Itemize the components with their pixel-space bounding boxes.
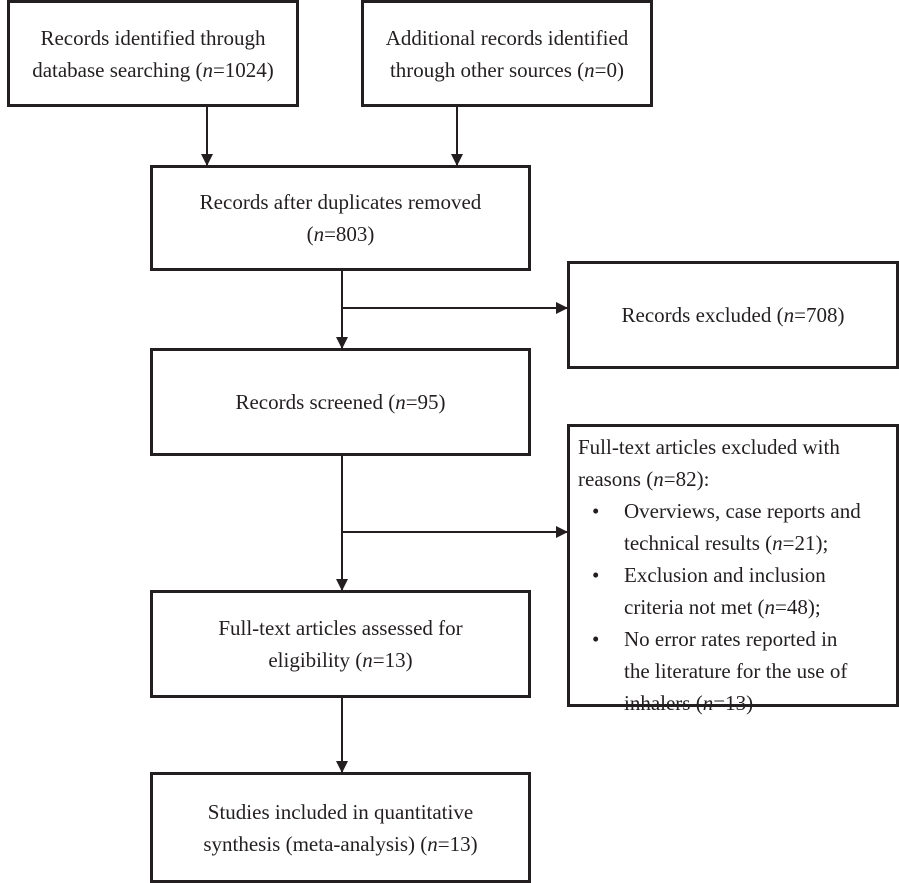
exclusion-reason-item: • Exclusion and inclusion criteria not m… xyxy=(578,559,861,623)
reason-2-line-1: Exclusion and inclusion xyxy=(624,563,826,587)
excluded-n: n xyxy=(783,303,795,327)
bullet-icon: • xyxy=(592,627,600,651)
exclusion-reasons-list: • Overviews, case reports and technical … xyxy=(578,495,861,719)
fulltext-excluded-heading-2b: =82): xyxy=(663,467,710,491)
exclusion-reason-item: • No error rates reported in the literat… xyxy=(578,623,861,719)
database-n: n xyxy=(202,57,213,82)
duplicates-n: n xyxy=(313,222,325,246)
fulltext-excluded-box: Full-text articles excluded with reasons… xyxy=(567,424,899,715)
fulltext-excluded-heading-2a: reasons ( xyxy=(578,467,654,491)
reason-1-line-1: Overviews, case reports and xyxy=(624,499,861,523)
database-line-1: Records identified through xyxy=(40,25,266,50)
reason-3-n: n xyxy=(702,691,714,715)
database-line-2b: =1024) xyxy=(212,57,274,82)
records-screened-box: Records screened (n=95) xyxy=(150,348,531,456)
reason-3-line-1: No error rates reported in xyxy=(624,627,838,651)
other-sources-box: Additional records identified through ot… xyxy=(361,0,653,107)
fulltext-excluded-heading-1: Full-text articles excluded with xyxy=(578,435,840,459)
screened-line-1b: =95) xyxy=(405,390,446,414)
bullet-icon: • xyxy=(592,499,600,523)
duplicates-line-2b: =803) xyxy=(324,222,375,246)
screened-n: n xyxy=(395,390,406,414)
duplicates-line-2a: ( xyxy=(306,222,314,246)
other-line-1: Additional records identified xyxy=(385,25,629,50)
other-n: n xyxy=(584,57,595,82)
reason-2-n: n xyxy=(764,595,776,619)
reason-2-line-2b: =48); xyxy=(775,595,821,619)
reason-1-line-2a: technical results ( xyxy=(624,531,773,555)
bullet-icon: • xyxy=(592,563,600,587)
screened-line-1a: Records screened ( xyxy=(235,390,396,414)
database-line-2a: database searching ( xyxy=(32,57,203,82)
records-excluded-box: Records excluded (n=708) xyxy=(567,261,899,369)
fulltext-excluded-n: n xyxy=(653,467,664,491)
studies-included-box: Studies included in quantitative synthes… xyxy=(150,772,531,883)
reason-3-line-2: the literature for the use of xyxy=(624,659,848,683)
reason-3-line-3a: inhalers ( xyxy=(624,691,703,715)
eligibility-line-1: Full-text articles assessed for xyxy=(218,616,463,640)
included-line-1: Studies included in quantitative xyxy=(207,799,474,824)
other-line-2a: through other sources ( xyxy=(389,57,585,82)
eligibility-n: n xyxy=(362,648,373,672)
database-records-box: Records identified through database sear… xyxy=(7,0,299,107)
other-line-2b: =0) xyxy=(594,57,625,82)
reason-1-n: n xyxy=(772,531,783,555)
duplicates-line-1: Records after duplicates removed xyxy=(199,190,482,214)
excluded-line-1b: =708) xyxy=(794,303,845,327)
eligibility-box: Full-text articles assessed for eligibil… xyxy=(150,590,531,698)
included-n: n xyxy=(427,831,438,856)
included-line-2b: =13) xyxy=(437,831,478,856)
eligibility-line-2b: =13) xyxy=(372,648,413,672)
eligibility-line-2a: eligibility ( xyxy=(268,648,363,672)
reason-1-line-2b: =21); xyxy=(782,531,829,555)
reason-3-line-3b: =13) xyxy=(713,691,754,715)
reason-2-line-2a: criteria not met ( xyxy=(624,595,765,619)
included-line-2a: synthesis (meta-analysis) ( xyxy=(203,831,428,856)
excluded-line-1a: Records excluded ( xyxy=(621,303,784,327)
duplicates-removed-box: Records after duplicates removed (n=803) xyxy=(150,165,531,271)
exclusion-reason-item: • Overviews, case reports and technical … xyxy=(578,495,861,559)
